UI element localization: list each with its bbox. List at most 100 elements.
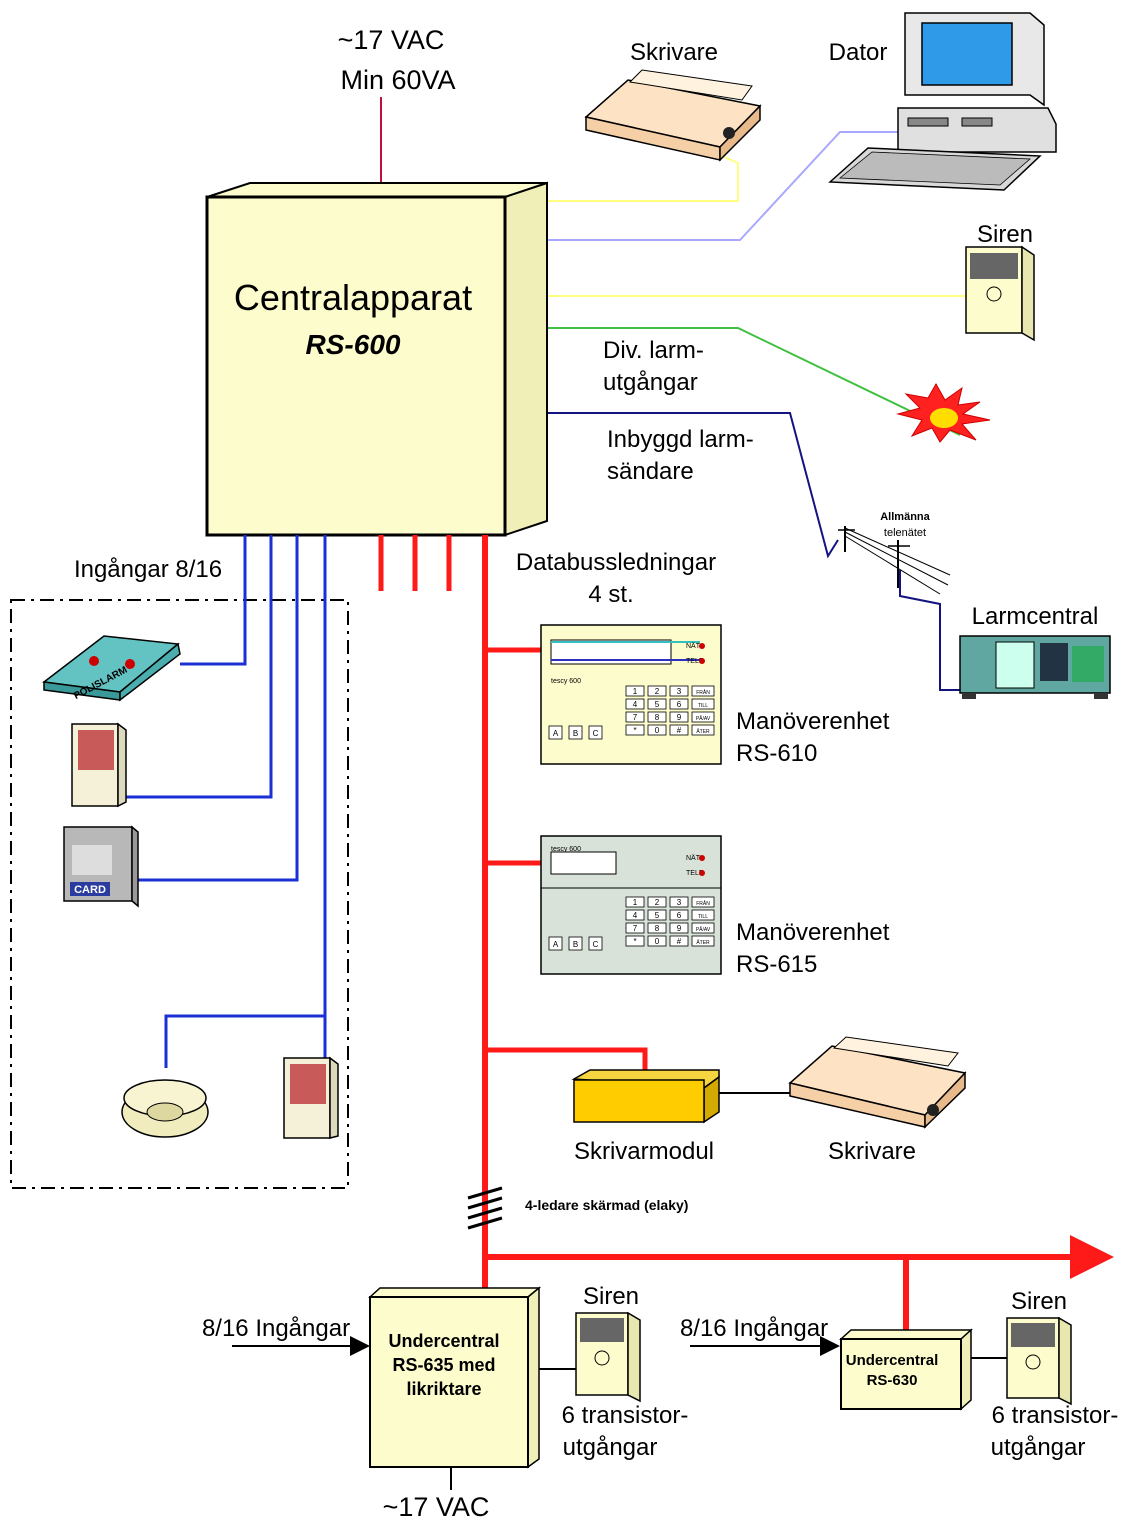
- panel-615-key[interactable]: [647, 909, 667, 921]
- panel-615-key-label: FRÅN: [696, 900, 710, 907]
- panel-615-key[interactable]: [625, 896, 645, 908]
- sub635-line2: RS-635 med: [392, 1355, 495, 1375]
- panel-615-abc-label: C: [593, 940, 599, 949]
- alarm-outputs-line1: Div. larm-: [603, 337, 704, 364]
- panel-610-key[interactable]: [691, 698, 715, 710]
- printer-top-icon: [584, 69, 762, 162]
- card-reader-text: CARD: [74, 884, 106, 896]
- panel-615-key[interactable]: [647, 922, 667, 934]
- panel-615-abc-key[interactable]: [588, 936, 603, 951]
- siren-top-label: Siren: [977, 221, 1033, 248]
- printer-module-label: Skrivarmodul: [574, 1138, 714, 1165]
- panel-615-line1: Manöverenhet: [736, 919, 890, 946]
- central-unit: Centralapparat RS-600: [205, 181, 548, 537]
- transmitter-line2: sändare: [607, 458, 694, 485]
- sub635-line3: likriktare: [406, 1379, 481, 1399]
- panel-615-key-label: TILL: [698, 914, 708, 920]
- panel-610-led2: TELE: [686, 658, 704, 665]
- sub630-out2: utgångar: [991, 1434, 1086, 1461]
- input-wire-2: [126, 535, 273, 799]
- panel-610-key[interactable]: [625, 711, 645, 723]
- power-top-line2: Min 60VA: [340, 65, 455, 95]
- printer-bottom-label: Skrivare: [828, 1138, 916, 1165]
- panel-615-key[interactable]: [691, 922, 715, 934]
- computer-icon: [828, 12, 1057, 191]
- panel-610-key[interactable]: [691, 724, 715, 736]
- panel-615-key[interactable]: [691, 909, 715, 921]
- panel-615-key[interactable]: [669, 935, 689, 947]
- power-top-line1: ~17 VAC: [338, 25, 445, 55]
- panel-615-key[interactable]: [691, 896, 715, 908]
- alarm-output-cable: [547, 327, 961, 436]
- larmcentral-label: Larmcentral: [972, 603, 1099, 630]
- sub-central-rs630: Undercentral RS-630: [839, 1328, 973, 1411]
- panel-610-key-label: 0: [655, 726, 660, 735]
- panel-615-key-label: 2: [655, 898, 660, 907]
- panel-610-key[interactable]: [669, 724, 689, 736]
- databus-line2: 4 st.: [588, 581, 633, 608]
- panel-610-key[interactable]: [669, 698, 689, 710]
- panel-610-key-label: #: [677, 726, 682, 735]
- panel-610-key[interactable]: [691, 711, 715, 723]
- panel-615-key-label: 1: [633, 898, 638, 907]
- panel-610-abc-label: A: [553, 729, 559, 738]
- panel-615-led1: NÄT: [686, 854, 701, 862]
- panel-615-key[interactable]: [669, 896, 689, 908]
- larmcentral-icon: [959, 635, 1111, 699]
- panel-610-abc-label: B: [573, 729, 578, 738]
- panel-615-brand: tescy 600: [551, 846, 581, 853]
- panel-610-key[interactable]: [647, 711, 667, 723]
- panel-615-key[interactable]: [625, 922, 645, 934]
- panel-610-key[interactable]: [647, 724, 667, 736]
- panel-610-key[interactable]: [625, 698, 645, 710]
- inputs-dashed-frame: [10, 599, 349, 1189]
- panel-610-key[interactable]: [691, 685, 715, 697]
- panel-610-key-label: 7: [633, 713, 638, 722]
- panel-610-key-label: FRÅN: [696, 689, 710, 696]
- siren-635-icon: [575, 1311, 641, 1403]
- panel-610-key[interactable]: [669, 711, 689, 723]
- panel-615-key[interactable]: [691, 935, 715, 947]
- bus-to-module: [485, 1047, 648, 1074]
- panel-615-key[interactable]: [625, 909, 645, 921]
- panel-610-brand: tescy 600: [551, 678, 581, 685]
- siren-630-icon: [1006, 1316, 1072, 1406]
- panel-615-abc-key[interactable]: [548, 936, 563, 951]
- panel-615-abc-label: A: [553, 940, 559, 949]
- panel-615-key[interactable]: [625, 935, 645, 947]
- panel-610-abc-key[interactable]: [548, 725, 563, 740]
- sub635-power-label: ~17 VAC: [383, 1492, 490, 1522]
- panel-610-abc-key[interactable]: [568, 725, 583, 740]
- sub635-siren-label: Siren: [583, 1283, 639, 1310]
- panel-610-key-label: 6: [677, 700, 682, 709]
- panel-610-key[interactable]: [647, 698, 667, 710]
- panel-610-key-label: 5: [655, 700, 660, 709]
- sub630-line1: Undercentral: [846, 1352, 939, 1369]
- panel-610-key[interactable]: [625, 724, 645, 736]
- central-model: RS-600: [306, 329, 401, 360]
- central-title: Centralapparat: [234, 277, 472, 318]
- sub635-inputs-label: 8/16 Ingångar: [202, 1315, 350, 1342]
- panel-615-key-label: 3: [677, 898, 682, 907]
- panel-610-key[interactable]: [647, 685, 667, 697]
- panel-615-key[interactable]: [669, 922, 689, 934]
- panel-610-abc-key[interactable]: [588, 725, 603, 740]
- input-wire-1: [180, 535, 247, 666]
- panel-615-key[interactable]: [647, 935, 667, 947]
- panel-610-led1: NÄT: [686, 642, 701, 650]
- smoke-detector-icon: [121, 1079, 209, 1138]
- panel-610-key-label: 2: [655, 687, 660, 696]
- panel-610-key-label: 3: [677, 687, 682, 696]
- bus-arrow: [1070, 1235, 1114, 1279]
- panel-615-key[interactable]: [647, 896, 667, 908]
- panel-610-key[interactable]: [625, 685, 645, 697]
- panel-610-key[interactable]: [669, 685, 689, 697]
- panel-615-key[interactable]: [669, 909, 689, 921]
- inputs-label: Ingångar 8/16: [74, 556, 222, 583]
- panel-610-key-label: PÅ/AV: [696, 715, 711, 722]
- cable-marker: [467, 1186, 503, 1230]
- panel-615-abc-key[interactable]: [568, 936, 583, 951]
- sub635-line1: Undercentral: [388, 1331, 499, 1351]
